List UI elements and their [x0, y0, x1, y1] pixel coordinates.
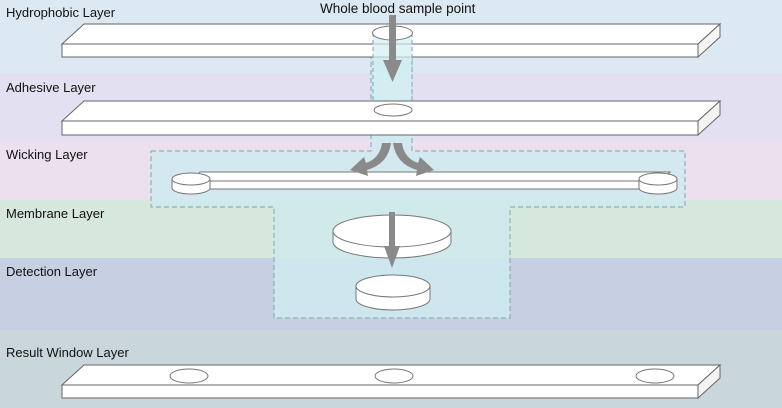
wicking-strip — [171, 171, 678, 195]
result-window-hole-right — [635, 368, 675, 384]
layer-label-adhesive: Adhesive Layer — [6, 80, 96, 95]
layer-label-detection: Detection Layer — [6, 264, 98, 279]
result-window-hole-center — [374, 368, 414, 384]
adhesive-slab — [60, 99, 722, 137]
result-window-slab — [60, 363, 722, 400]
layer-label-membrane: Membrane Layer — [6, 206, 105, 221]
down-arrow-sample — [383, 15, 402, 82]
layer-label-hydrophobic: Hydrophobic Layer — [6, 5, 116, 20]
sample-point-label: Whole blood sample point — [320, 1, 476, 16]
result-window-hole-left — [169, 368, 209, 384]
detection-disc — [355, 274, 431, 311]
split-arrows — [350, 143, 434, 176]
layer-label-result-window: Result Window Layer — [6, 345, 129, 360]
layer-label-wicking: Wicking Layer — [6, 147, 88, 162]
down-arrow-membrane — [384, 212, 400, 268]
